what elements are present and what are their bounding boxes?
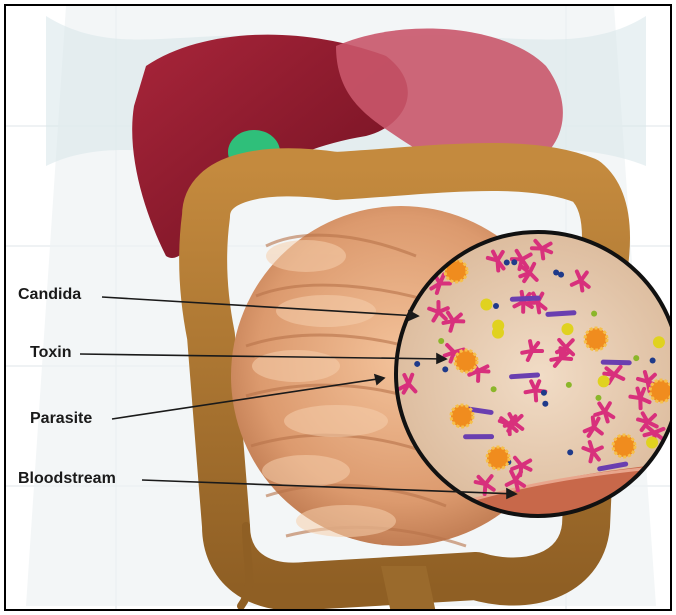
toxin-label: Toxin <box>30 344 71 362</box>
particle <box>646 437 658 449</box>
particle <box>442 366 448 372</box>
toxin <box>613 435 635 457</box>
toxin <box>650 380 672 402</box>
particle <box>650 357 656 363</box>
toxin <box>487 447 509 469</box>
particle <box>595 395 601 401</box>
candida-label: Candida <box>18 286 81 304</box>
particle <box>414 361 420 367</box>
particle <box>438 338 444 344</box>
toxin <box>585 328 607 350</box>
particle <box>511 259 517 265</box>
bloodstream-label: Bloodstream <box>18 470 116 488</box>
diagram-frame: Candida Toxin Parasite Bloodstream <box>4 4 672 611</box>
parasite-label: Parasite <box>30 410 92 428</box>
particle <box>480 299 492 311</box>
toxin <box>451 405 473 427</box>
particle <box>492 327 504 339</box>
parasite <box>512 375 538 377</box>
particle <box>567 449 573 455</box>
particle <box>633 355 639 361</box>
parasite <box>548 313 574 315</box>
particle <box>653 336 665 348</box>
particle <box>493 303 499 309</box>
particle <box>553 269 559 275</box>
particle <box>561 323 573 335</box>
particle <box>566 382 572 388</box>
parasite <box>603 362 629 363</box>
particle <box>491 386 497 392</box>
particle <box>542 401 548 407</box>
particle <box>541 390 547 396</box>
particle <box>591 311 597 317</box>
particle <box>598 375 610 387</box>
particle <box>504 260 510 266</box>
anatomy-illustration <box>6 6 672 611</box>
toxin <box>455 350 477 372</box>
parasite <box>512 298 538 299</box>
